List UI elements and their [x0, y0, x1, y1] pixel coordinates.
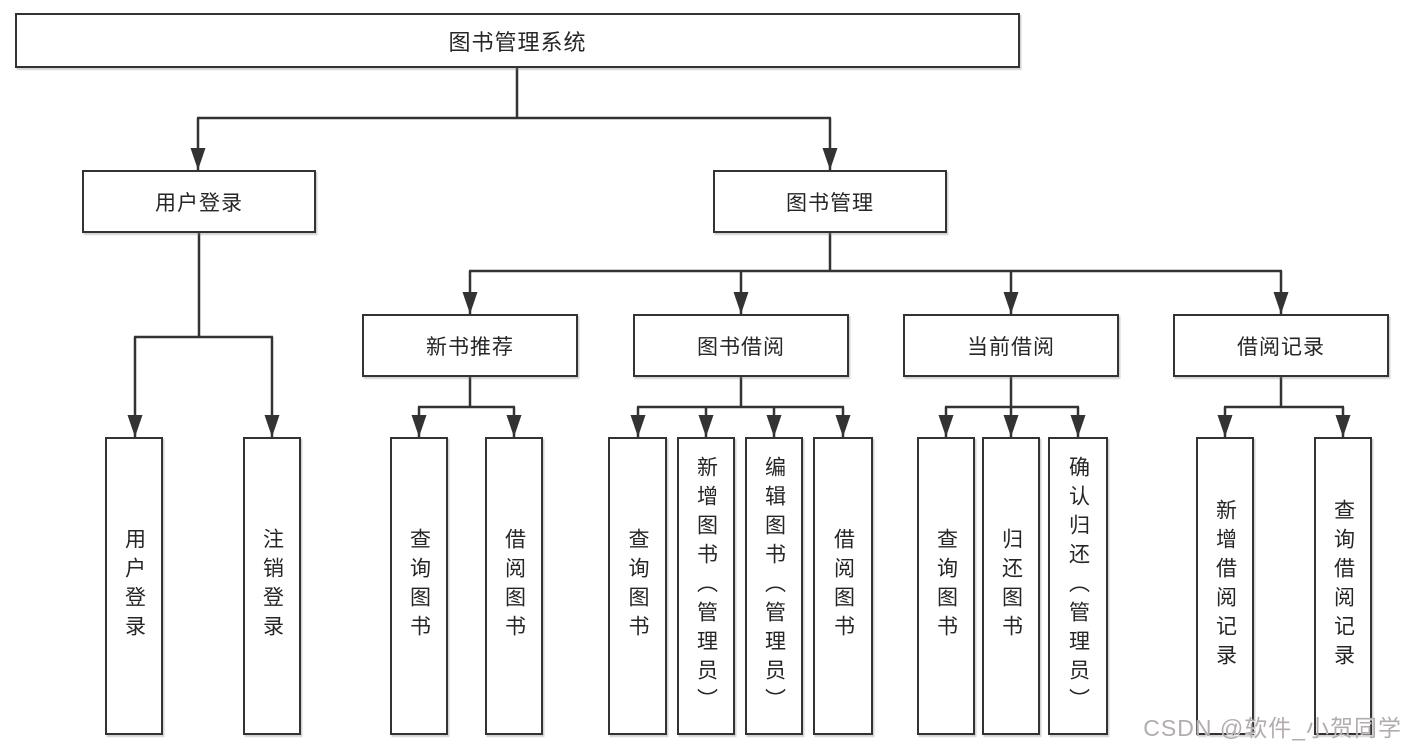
leaf-cb-return-books: 归还图书 [982, 437, 1040, 735]
leaf-nb-query-books-label: 查询图书 [407, 528, 431, 644]
leaf-logout-label: 注销登录 [260, 528, 284, 644]
leaf-cb-query-books-label: 查询图书 [934, 528, 958, 644]
node-new-book-rec: 新书推荐 [362, 314, 578, 377]
leaf-cb-confirm-return-label: 确认归还（管理员） [1066, 455, 1090, 717]
leaf-bb-edit-books: 编辑图书（管理员） [745, 437, 803, 735]
leaf-logout: 注销登录 [243, 437, 301, 735]
node-borrow-records: 借阅记录 [1173, 314, 1389, 377]
leaf-bb-add-books: 新增图书（管理员） [677, 437, 735, 735]
leaf-user-login-label: 用户登录 [122, 528, 146, 644]
leaf-nb-borrow-books: 借阅图书 [485, 437, 543, 735]
leaf-nb-query-books: 查询图书 [390, 437, 448, 735]
leaf-bb-add-books-label: 新增图书（管理员） [694, 455, 718, 717]
leaf-br-query-record-label: 查询借阅记录 [1331, 499, 1355, 673]
node-current-borrow-label: 当前借阅 [967, 335, 1055, 359]
node-new-book-rec-label: 新书推荐 [426, 335, 514, 359]
node-root: 图书管理系统 [15, 13, 1020, 68]
node-book-borrow: 图书借阅 [633, 314, 849, 377]
node-borrow-records-label: 借阅记录 [1237, 335, 1325, 359]
node-book-mgmt-label: 图书管理 [786, 191, 874, 215]
leaf-cb-return-books-label: 归还图书 [999, 528, 1023, 644]
node-user-login-label: 用户登录 [155, 191, 243, 215]
leaf-br-query-record: 查询借阅记录 [1314, 437, 1372, 735]
leaf-cb-confirm-return: 确认归还（管理员） [1048, 437, 1108, 735]
leaf-cb-query-books: 查询图书 [917, 437, 975, 735]
node-user-login: 用户登录 [82, 170, 316, 233]
node-root-label: 图书管理系统 [448, 29, 587, 55]
leaf-bb-edit-books-label: 编辑图书（管理员） [762, 455, 786, 717]
leaf-bb-borrow-books: 借阅图书 [813, 437, 873, 735]
node-book-mgmt: 图书管理 [713, 170, 947, 233]
leaf-bb-query-books-label: 查询图书 [626, 528, 649, 644]
node-book-borrow-label: 图书借阅 [697, 335, 785, 359]
leaf-br-add-record-label: 新增借阅记录 [1213, 499, 1237, 673]
leaf-nb-borrow-books-label: 借阅图书 [502, 528, 526, 644]
leaf-bb-query-books: 查询图书 [608, 437, 667, 735]
leaf-user-login: 用户登录 [105, 437, 163, 735]
node-current-borrow: 当前借阅 [903, 314, 1119, 377]
arrowheads [127, 148, 1351, 437]
leaf-bb-borrow-books-label: 借阅图书 [831, 528, 855, 644]
leaf-br-add-record: 新增借阅记录 [1196, 437, 1254, 735]
